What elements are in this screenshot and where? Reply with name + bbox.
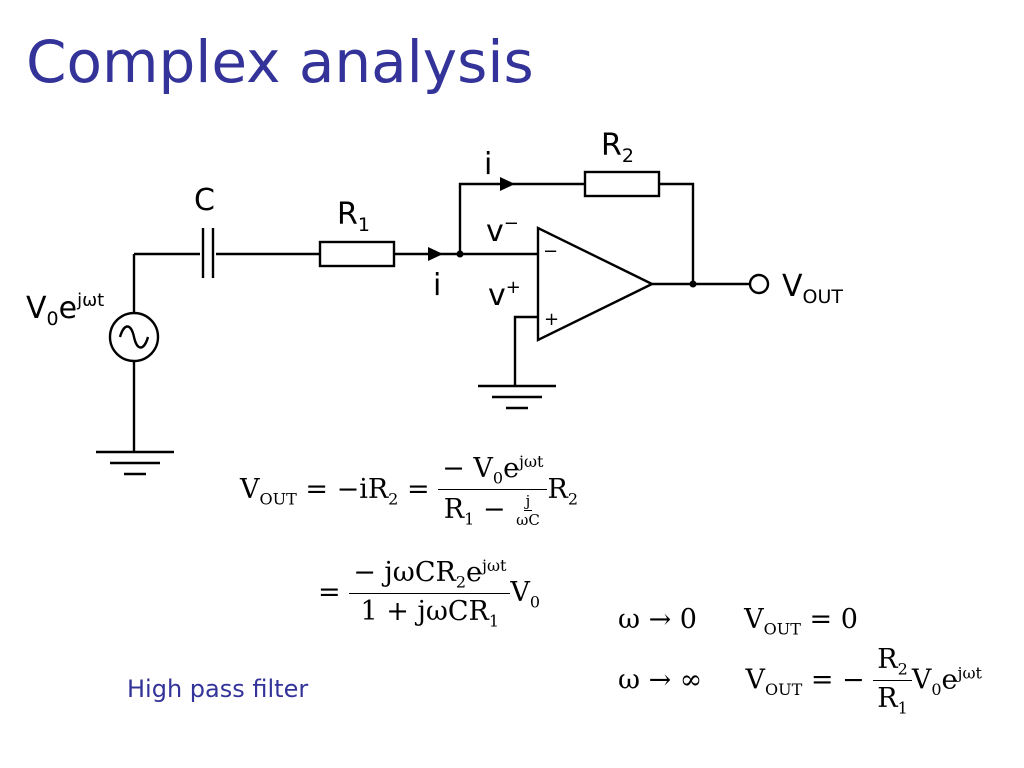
limit-line-2: ω → ∞ VOUT = − R2 R1 V0ejωt [618, 644, 982, 718]
limit2-post-e: e [941, 664, 958, 696]
opamp-plus-sign: + [544, 309, 559, 330]
limit2-numerator: R2 [873, 644, 912, 682]
r1-resistor-symbol [318, 240, 396, 268]
eq2-post: V [510, 576, 530, 608]
current-arrow-top [500, 177, 515, 191]
eq1-numerator: − V0ejωt [438, 452, 548, 491]
limit-line-1: ω → 0 VOUT = 0 [618, 604, 858, 638]
equation-line-2: = − jωCR2ejωt 1 + jωCR1 V0 [318, 556, 540, 631]
limit2-fraction: R2 R1 [873, 644, 912, 718]
slide-title: Complex analysis [26, 28, 534, 96]
vout-label: VOUT [782, 269, 843, 308]
eq1-ir2-sub: 2 [388, 489, 399, 509]
r2-label: R2 [601, 128, 634, 167]
limit2-post-sup: jωt [957, 663, 982, 683]
limit1-rhs: = 0 [800, 604, 858, 635]
eq1-lhs-sub: OUT [259, 489, 297, 509]
r1-label: R1 [337, 197, 370, 236]
vminus-label: v− [486, 213, 519, 249]
r2-resistor-symbol [583, 170, 661, 198]
ground-symbol-right [478, 384, 556, 410]
current-label-bottom: i [433, 268, 441, 303]
limit2-lhs: V [745, 664, 765, 696]
output-node [689, 280, 697, 288]
eq2-denominator: 1 + jωCR1 [360, 596, 500, 631]
feedback-left-wire [458, 182, 585, 254]
eq1-post: R [547, 474, 568, 506]
limit2-lhs-sub: OUT [764, 679, 803, 699]
limit1-lhs-sub: OUT [763, 619, 801, 639]
eq2-equals: = [318, 576, 350, 608]
eq2-numerator: − jωCR2ejωt [349, 556, 511, 595]
current-arrow-bottom [428, 247, 443, 261]
eq2-fraction: − jωCR2ejωt 1 + jωCR1 [349, 556, 511, 631]
eq1-post-sub: 2 [567, 489, 579, 509]
feedback-right-wire [659, 182, 695, 284]
limit2-equals: = − [802, 664, 865, 696]
noninverting-wire [513, 315, 538, 386]
current-label-top: i [484, 147, 492, 182]
source-label: V0ejωt [26, 290, 104, 330]
ground-symbol-left [96, 450, 174, 476]
eq1-equals: = [398, 474, 439, 506]
capacitor-symbol [201, 228, 215, 278]
limit2-condition: ω → ∞ [618, 664, 703, 696]
vplus-label: v+ [488, 277, 521, 313]
ac-source-wave [118, 325, 150, 349]
caption-high-pass-filter: High pass filter [127, 675, 309, 703]
limit2-post: V [911, 664, 932, 696]
vout-terminal [748, 273, 770, 295]
eq2-post-sub: 0 [529, 592, 541, 612]
opamp-triangle [536, 226, 655, 342]
limit1-lhs: V [744, 604, 764, 635]
limit2-denominator: R1 [877, 683, 908, 718]
eq1-lhs: V [240, 474, 260, 506]
limit2-post-sub: 0 [931, 679, 942, 699]
eq1-ir2: = −iR [296, 474, 389, 506]
opamp-minus-sign: − [543, 241, 558, 262]
limit1-condition: ω → 0 [618, 604, 697, 635]
capacitor-label: C [194, 183, 215, 218]
